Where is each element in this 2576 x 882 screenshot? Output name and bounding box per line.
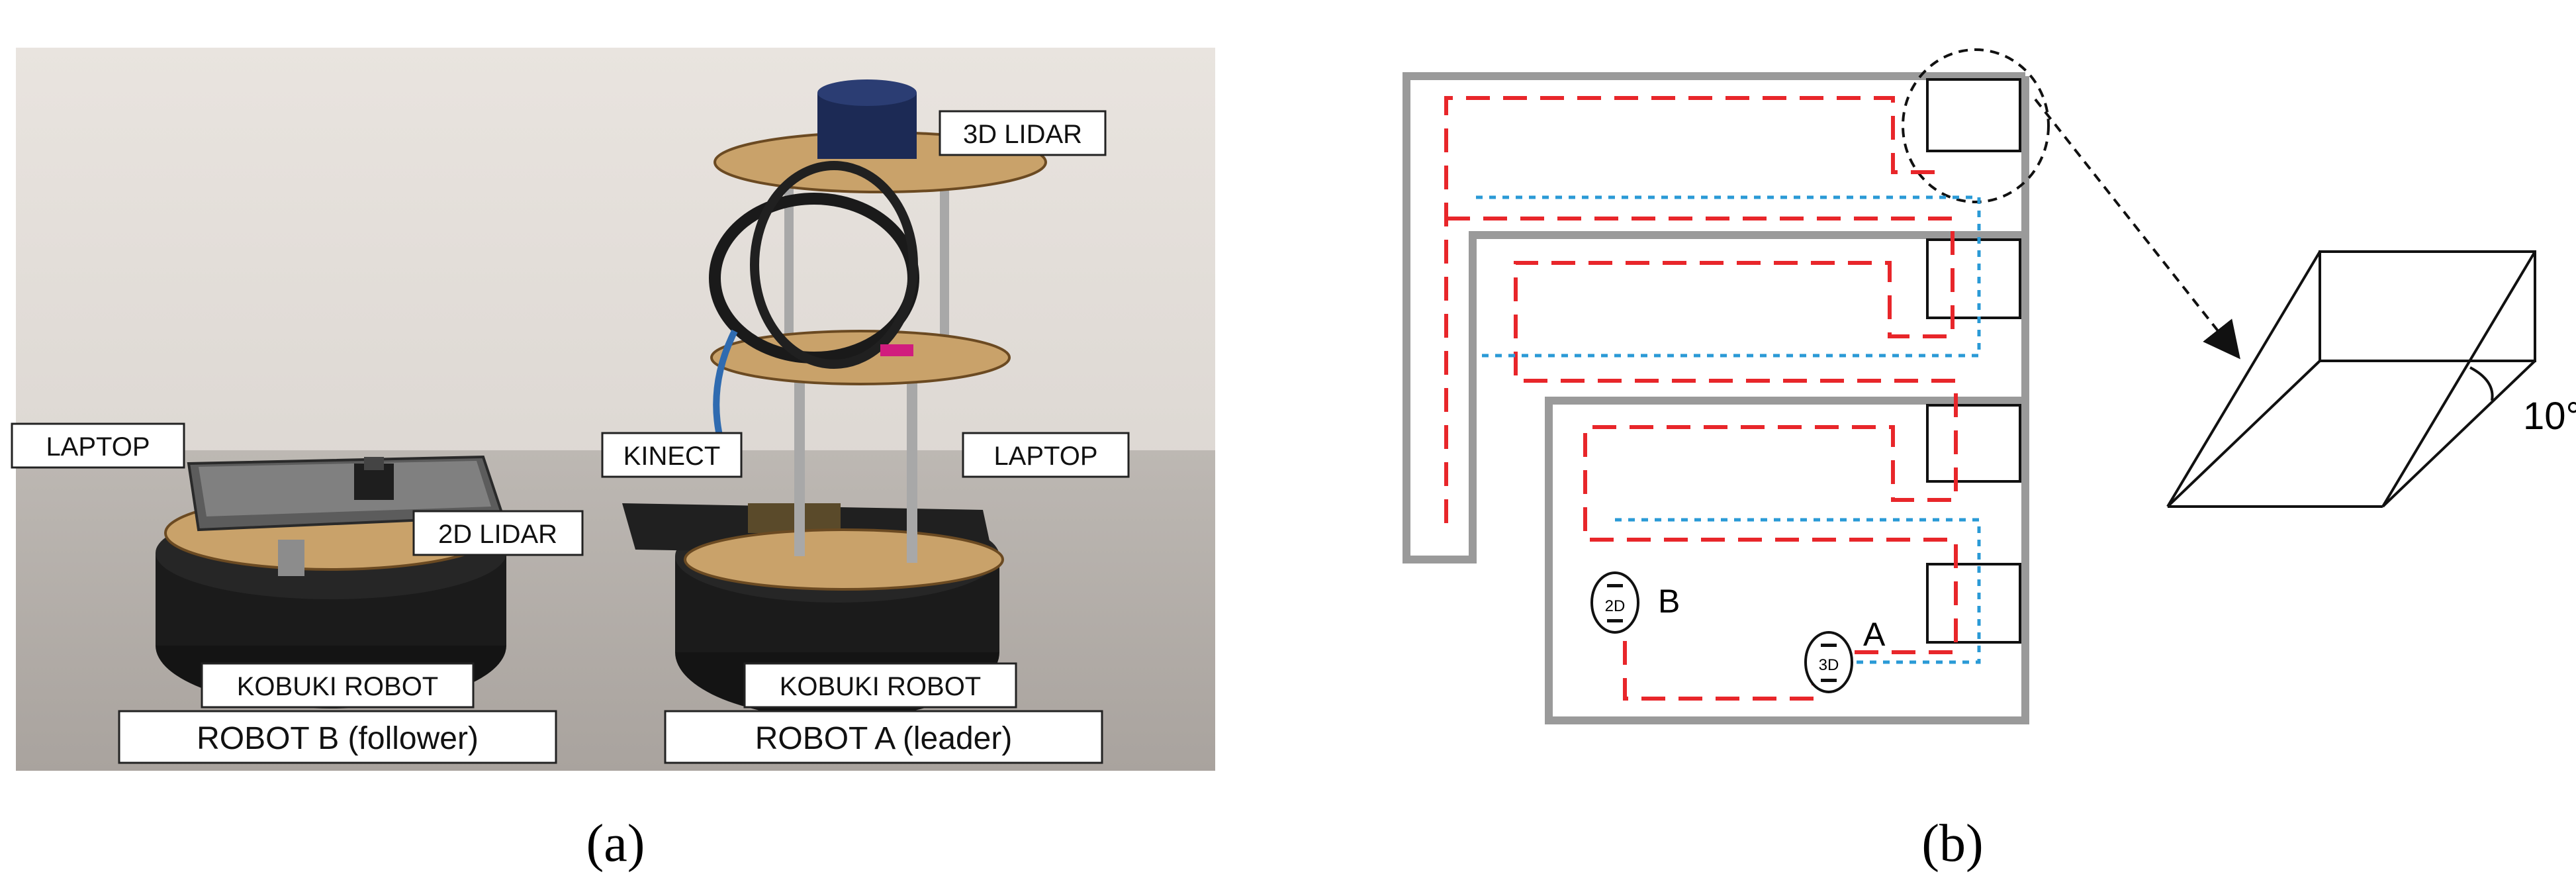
label-kobuki-left-text: KOBUKI ROBOT	[237, 672, 439, 701]
caption-b: (b)	[1921, 814, 1983, 873]
label-2d-lidar: 2D LIDAR	[412, 510, 584, 556]
label-robot-a-text: ROBOT A (leader)	[755, 721, 1013, 756]
panel-a-photo: 3D LIDAR LAPTOP KINECT LAPTOP 2D LIDAR K…	[11, 48, 1215, 771]
panel-b-diagram: 2D B 3D A 10°	[1403, 48, 2576, 724]
path-robot-a-2	[1615, 518, 1981, 664]
caption-a: (a)	[586, 814, 645, 873]
label-robot-a: ROBOT A (leader)	[664, 710, 1103, 764]
label-laptop-left-text: LAPTOP	[46, 432, 150, 462]
label-laptop-right: LAPTOP	[962, 432, 1130, 478]
robot-b-marker: 2D	[1590, 571, 1639, 634]
label-robot-b: ROBOT B (follower)	[118, 710, 557, 764]
ramp-1	[1926, 78, 2021, 152]
robot-a-label: A	[1863, 616, 1886, 653]
ramp-3	[1926, 404, 2021, 483]
label-kinect: KINECT	[601, 432, 743, 478]
path-robot-b-2	[1446, 217, 1958, 701]
ramp-angle-label: 10°	[2523, 395, 2576, 438]
label-kobuki-right: KOBUKI ROBOT	[743, 662, 1017, 709]
label-laptop-right-text: LAPTOP	[993, 442, 1097, 471]
path-robot-b	[1444, 96, 1941, 523]
label-3d-lidar: 3D LIDAR	[939, 110, 1107, 156]
maze-wall-inner	[1545, 76, 2029, 724]
label-3d-lidar-text: 3D LIDAR	[963, 120, 1082, 149]
label-2d-lidar-text: 2D LIDAR	[438, 520, 557, 549]
ramp-2	[1926, 238, 2021, 319]
label-robot-b-text: ROBOT B (follower)	[197, 721, 479, 756]
ramp-highlight-circle	[1902, 48, 2050, 203]
robot-a-marker: 3D	[1804, 631, 1853, 693]
label-kobuki-left: KOBUKI ROBOT	[201, 662, 475, 709]
robot-b-label: B	[1658, 583, 1680, 620]
robot-a-sensor-text: 3D	[1819, 656, 1839, 674]
path-robot-a	[1476, 195, 1981, 358]
maze-wall-outer	[1403, 72, 2025, 564]
detail-arrow	[2034, 98, 2240, 360]
ramp-4	[1926, 563, 2021, 644]
label-kinect-text: KINECT	[623, 442, 721, 471]
label-laptop-left: LAPTOP	[11, 422, 185, 469]
ramp-detail-illustration	[2166, 250, 2536, 508]
label-kobuki-right-text: KOBUKI ROBOT	[780, 672, 982, 701]
robot-b-sensor-text: 2D	[1605, 597, 1626, 615]
